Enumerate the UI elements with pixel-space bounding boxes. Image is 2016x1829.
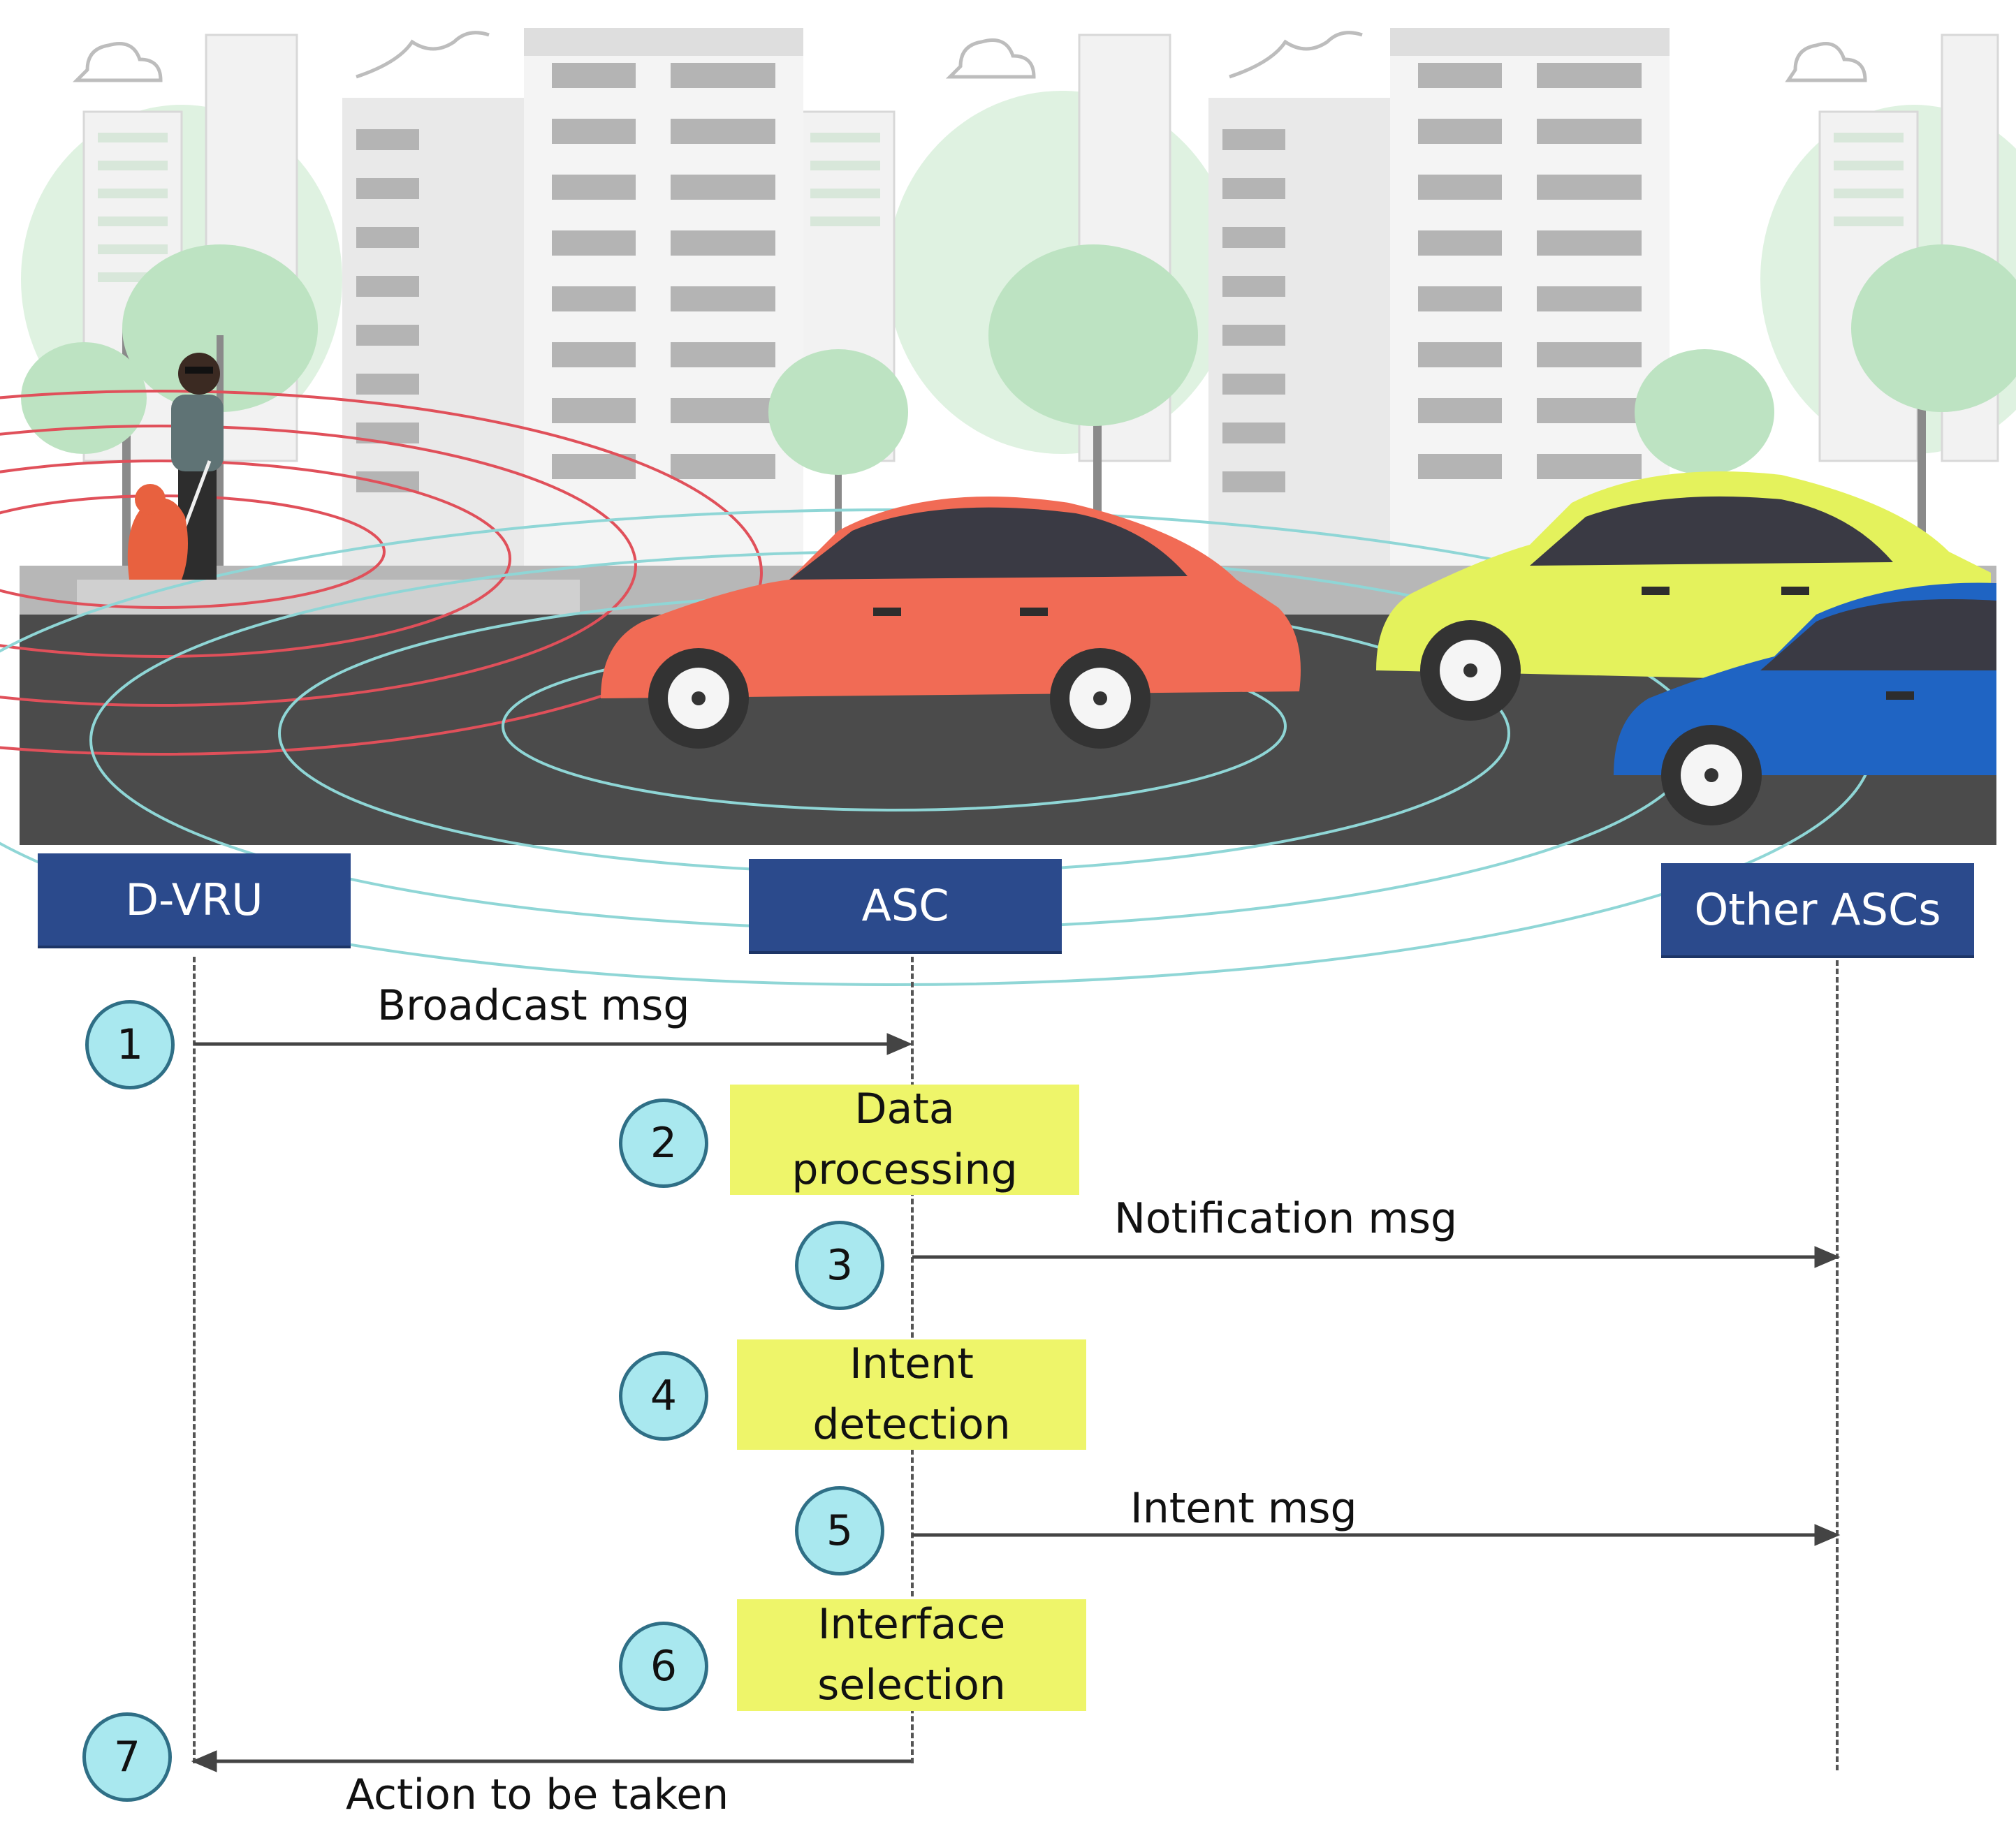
step-1-number: 1 xyxy=(116,1020,144,1069)
actor-other-ascs: Other ASCs xyxy=(1661,863,1974,955)
step-2-badge: 2 xyxy=(619,1099,708,1188)
actor-dvru-label: D-VRU xyxy=(125,874,263,925)
tower-windows xyxy=(98,133,1904,282)
lifeline-dvru xyxy=(193,957,196,1763)
step-2-number: 2 xyxy=(650,1119,678,1168)
process-intent-detection: Intent detection xyxy=(737,1339,1086,1450)
step-5-badge: 5 xyxy=(795,1486,884,1575)
blue-car-icon xyxy=(1614,582,1996,825)
step-4-badge: 4 xyxy=(619,1351,708,1441)
pedestrian-with-guide-dog-icon xyxy=(127,353,224,580)
step-3-badge: 3 xyxy=(795,1221,884,1310)
actor-asc: ASC xyxy=(749,859,1062,951)
broadcast-msg-label: Broadcast msg xyxy=(377,981,690,1030)
process-interface-selection: Interface selection xyxy=(737,1599,1086,1711)
step-3-number: 3 xyxy=(826,1241,854,1290)
process-interface-selection-line1: Interface xyxy=(817,1600,1006,1649)
step-6-badge: 6 xyxy=(619,1622,708,1711)
arrowhead-broadcast xyxy=(886,1033,913,1055)
building-floors xyxy=(356,63,1642,492)
tree-icons xyxy=(21,244,2016,566)
step-6-number: 6 xyxy=(650,1642,678,1691)
arrowhead-notification xyxy=(1814,1246,1841,1268)
process-intent-detection-line2: detection xyxy=(812,1400,1011,1449)
process-data-processing-line1: Data xyxy=(854,1085,955,1133)
intent-msg-label: Intent msg xyxy=(1130,1484,1357,1533)
cloud-icons xyxy=(72,31,1867,82)
step-5-number: 5 xyxy=(826,1506,854,1555)
actor-other-ascs-label: Other ASCs xyxy=(1694,883,1941,935)
actor-asc-label: ASC xyxy=(861,879,949,931)
step-7-badge: 7 xyxy=(82,1712,172,1802)
step-7-number: 7 xyxy=(113,1733,141,1782)
actor-dvru: D-VRU xyxy=(38,853,351,946)
process-data-processing-line2: processing xyxy=(791,1145,1018,1194)
process-interface-selection-line2: selection xyxy=(817,1661,1006,1710)
process-intent-detection-line1: Intent xyxy=(849,1339,974,1388)
process-data-processing: Data processing xyxy=(730,1085,1079,1195)
action-msg-label: Action to be taken xyxy=(346,1770,729,1819)
red-car-icon xyxy=(601,497,1301,749)
notification-msg-label: Notification msg xyxy=(1114,1194,1458,1243)
step-4-number: 4 xyxy=(650,1372,678,1420)
lifeline-other-ascs xyxy=(1836,960,1839,1770)
step-1-badge: 1 xyxy=(85,1000,175,1089)
arrowhead-intent xyxy=(1814,1524,1841,1546)
arrowhead-action xyxy=(191,1750,217,1772)
